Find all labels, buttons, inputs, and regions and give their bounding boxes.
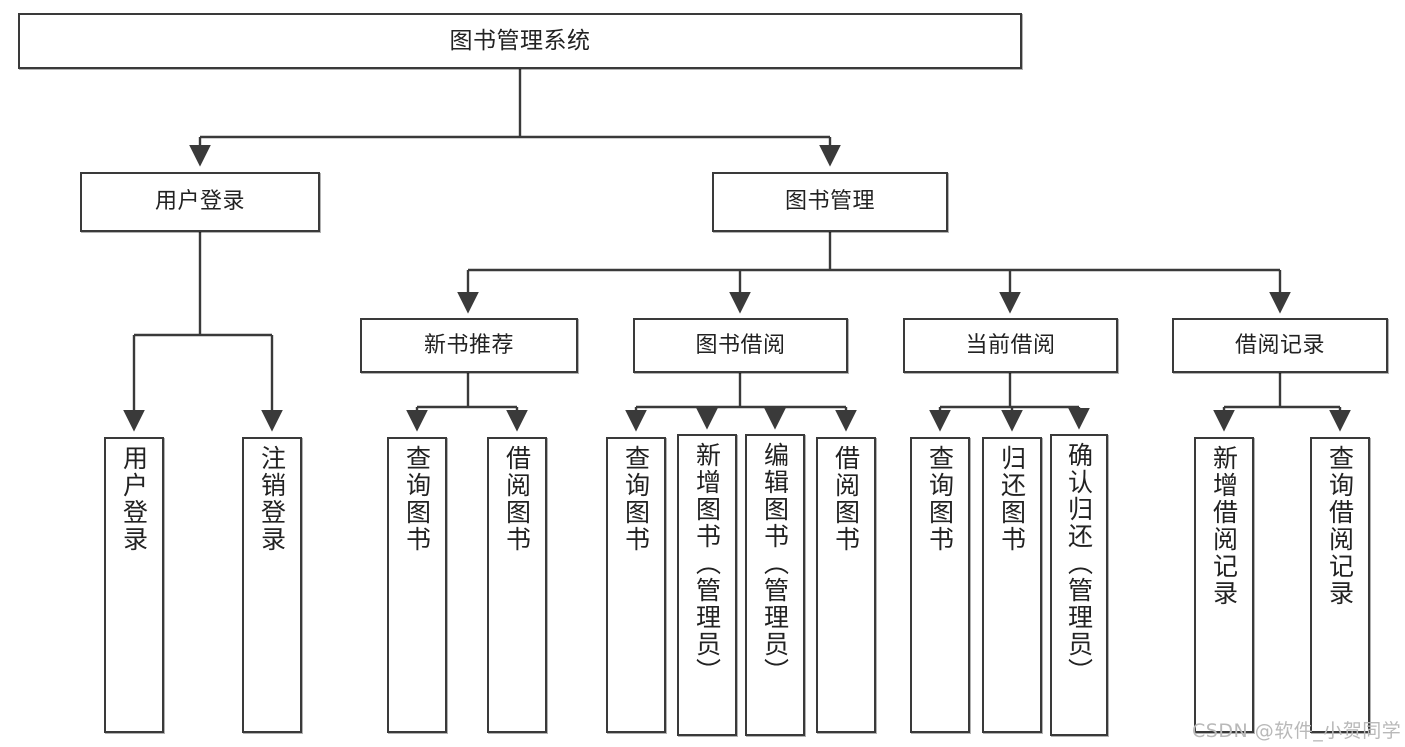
leaf-query-borrow-record-label: 查询借阅记录 bbox=[1325, 445, 1355, 607]
leaf-logout-login[interactable]: 注销登录 bbox=[242, 437, 302, 733]
watermark-text: CSDN @软件_小贺同学 bbox=[1192, 720, 1402, 742]
leaf-add-borrow-record-label: 新增借阅记录 bbox=[1209, 445, 1239, 607]
node-book-management[interactable]: 图书管理 bbox=[712, 172, 948, 232]
leaf-add-book-admin[interactable]: 新增图书（管理员） bbox=[677, 434, 737, 736]
leaf-add-borrow-record[interactable]: 新增借阅记录 bbox=[1194, 437, 1254, 733]
node-book-management-label: 图书管理 bbox=[784, 189, 875, 215]
node-current-borrow[interactable]: 当前借阅 bbox=[903, 318, 1118, 373]
node-user-login-label: 用户登录 bbox=[154, 189, 245, 215]
leaf-query-borrow-record[interactable]: 查询借阅记录 bbox=[1310, 437, 1370, 733]
node-book-borrow[interactable]: 图书借阅 bbox=[633, 318, 848, 373]
leaf-query-book-recommend-label: 查询图书 bbox=[402, 445, 432, 553]
leaf-logout-login-label: 注销登录 bbox=[257, 445, 287, 553]
node-root-label: 图书管理系统 bbox=[449, 27, 591, 54]
leaf-borrow-book[interactable]: 借阅图书 bbox=[816, 437, 876, 733]
node-borrow-record[interactable]: 借阅记录 bbox=[1172, 318, 1388, 373]
leaf-borrow-book-label: 借阅图书 bbox=[831, 445, 861, 553]
leaf-query-book-current[interactable]: 查询图书 bbox=[910, 437, 970, 733]
leaf-confirm-return-admin[interactable]: 确认归还（管理员） bbox=[1050, 434, 1108, 736]
leaf-query-book-recommend[interactable]: 查询图书 bbox=[387, 437, 447, 733]
node-new-book-recommend[interactable]: 新书推荐 bbox=[360, 318, 578, 373]
leaf-borrow-book-recommend-label: 借阅图书 bbox=[502, 445, 532, 553]
leaf-query-book-current-label: 查询图书 bbox=[925, 445, 955, 553]
leaf-borrow-book-recommend[interactable]: 借阅图书 bbox=[487, 437, 547, 733]
node-current-borrow-label: 当前借阅 bbox=[965, 332, 1056, 358]
leaf-user-login-label: 用户登录 bbox=[119, 445, 149, 553]
leaf-edit-book-admin[interactable]: 编辑图书（管理员） bbox=[745, 434, 805, 736]
leaf-user-login[interactable]: 用户登录 bbox=[104, 437, 164, 733]
node-user-login[interactable]: 用户登录 bbox=[80, 172, 320, 232]
leaf-query-book-borrow-label: 查询图书 bbox=[621, 445, 651, 553]
leaf-return-book-label: 归还图书 bbox=[997, 445, 1027, 553]
leaf-add-book-admin-label: 新增图书（管理员） bbox=[692, 442, 722, 685]
node-root[interactable]: 图书管理系统 bbox=[18, 13, 1022, 69]
node-book-borrow-label: 图书借阅 bbox=[695, 332, 786, 358]
leaf-edit-book-admin-label: 编辑图书（管理员） bbox=[760, 442, 790, 685]
node-new-book-recommend-label: 新书推荐 bbox=[423, 332, 514, 358]
node-borrow-record-label: 借阅记录 bbox=[1234, 332, 1325, 358]
leaf-confirm-return-admin-label: 确认归还（管理员） bbox=[1064, 442, 1094, 685]
leaf-return-book[interactable]: 归还图书 bbox=[982, 437, 1042, 733]
leaf-query-book-borrow[interactable]: 查询图书 bbox=[606, 437, 666, 733]
